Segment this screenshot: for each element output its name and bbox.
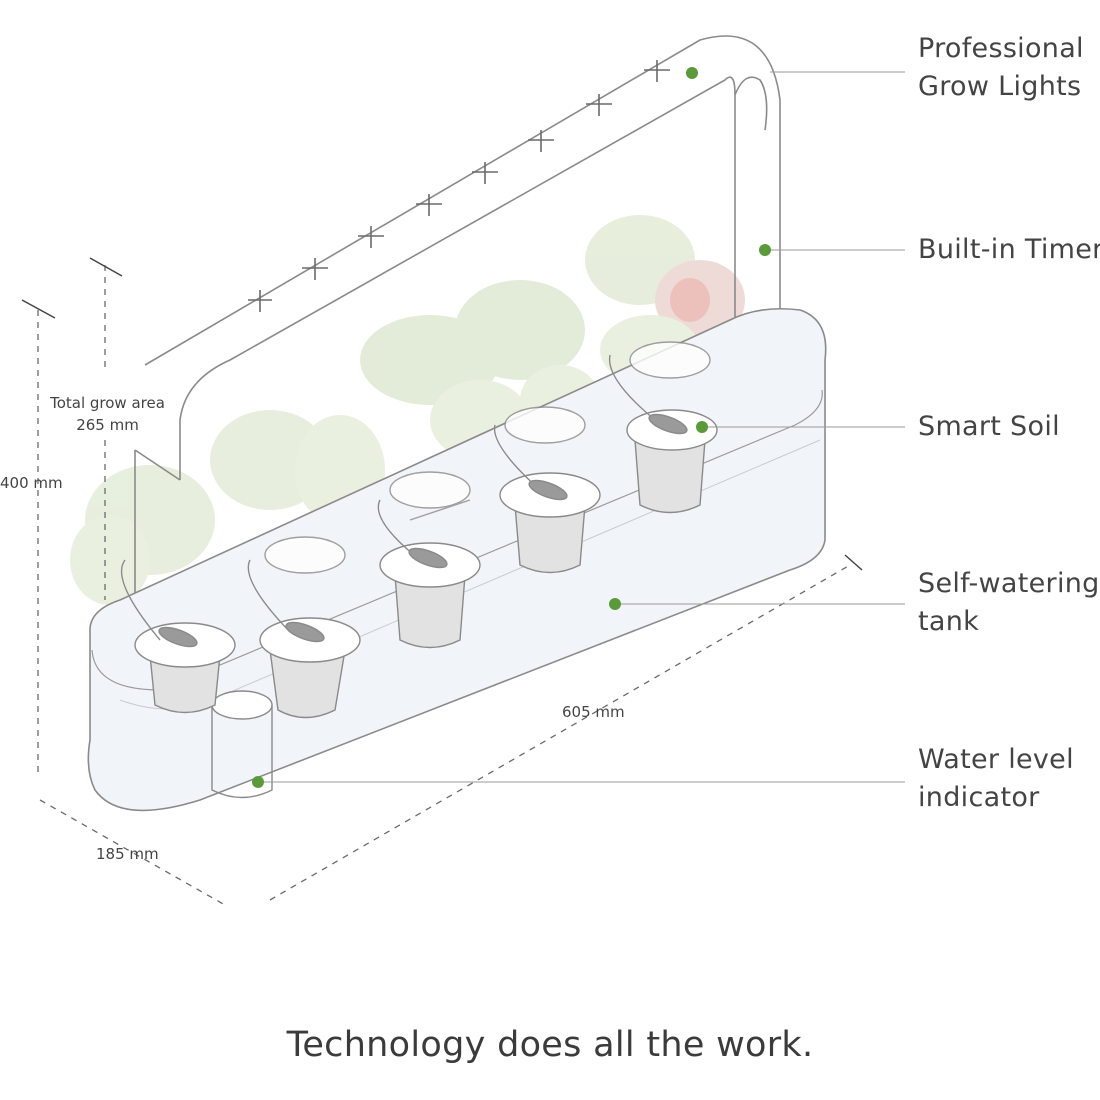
pod	[377, 499, 481, 649]
callout-timer: Built-in Timer	[918, 231, 1100, 269]
grow-area-label: Total grow area 265 mm	[50, 394, 165, 434]
callout-water-level: Water level indicator	[918, 741, 1074, 817]
led-marks	[248, 60, 670, 312]
callout-line: Water level	[918, 744, 1074, 775]
grow-light-arm	[134, 35, 781, 690]
callout-dot-smart-soil	[696, 421, 708, 433]
pod	[264, 341, 711, 574]
pod	[608, 354, 718, 514]
callout-dots	[252, 67, 771, 788]
pod	[247, 559, 361, 719]
callout-line: Built-in Timer	[918, 234, 1100, 265]
callout-leaders	[258, 71, 905, 783]
dimension-lines	[37, 265, 851, 906]
callout-line: Grow Lights	[918, 71, 1082, 102]
length-label: 605 mm	[562, 703, 625, 721]
callout-line: Smart Soil	[918, 411, 1060, 442]
callout-dot-water-level	[252, 776, 264, 788]
pod	[120, 559, 236, 714]
height-label: 400 mm	[0, 474, 63, 492]
plant-pods	[120, 341, 718, 719]
callout-dot-timer	[759, 244, 771, 256]
callout-tank: Self-watering tank	[918, 565, 1100, 641]
callout-dot-grow-lights	[686, 67, 698, 79]
pod	[493, 424, 601, 574]
callout-dot-tank	[609, 598, 621, 610]
plant-foliage	[70, 215, 745, 605]
depth-label: 185 mm	[96, 845, 159, 863]
dimension-ticks	[21, 257, 863, 571]
callout-line: Self-watering	[918, 568, 1100, 599]
tagline: Technology does all the work.	[286, 1025, 814, 1065]
callout-line: tank	[918, 606, 980, 637]
callout-line: Professional	[918, 33, 1084, 64]
callout-grow-lights: Professional Grow Lights	[918, 30, 1084, 106]
callout-line: indicator	[918, 782, 1040, 813]
callout-smart-soil: Smart Soil	[918, 408, 1060, 446]
